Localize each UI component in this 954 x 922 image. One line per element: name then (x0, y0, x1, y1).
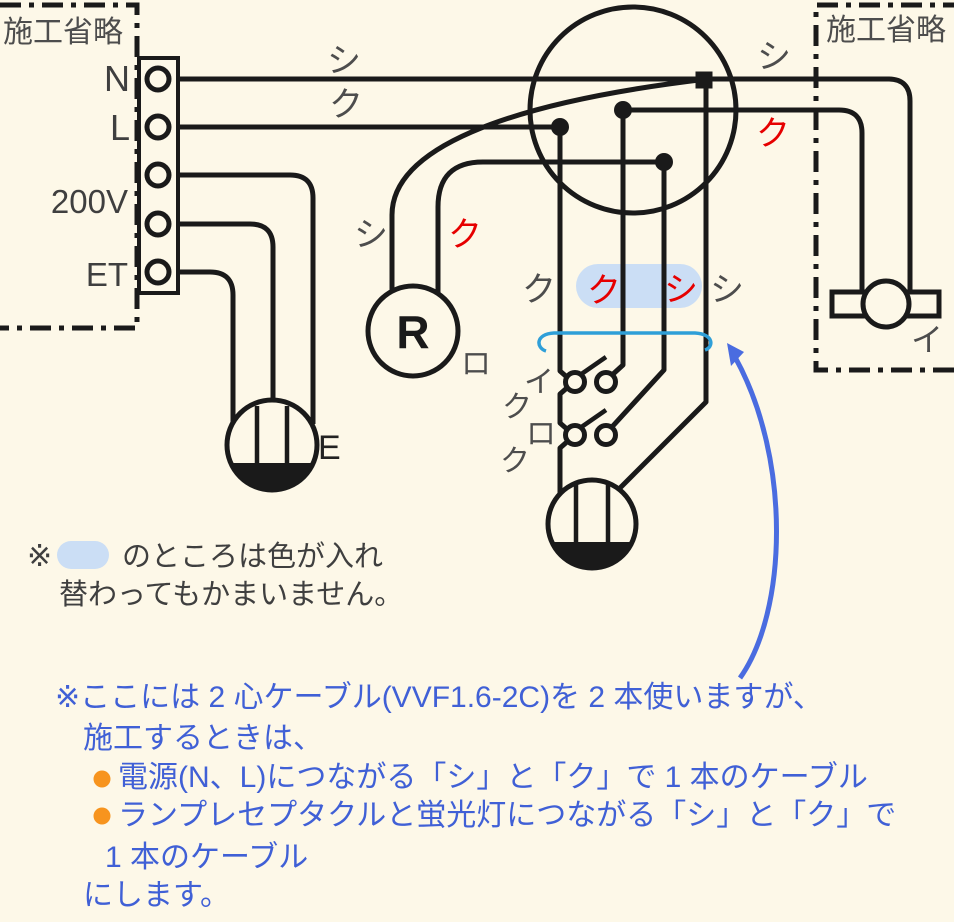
joint-dot-sw2 (655, 153, 673, 171)
wire-label-right-neutral: シ (757, 38, 791, 76)
outlet (545, 477, 639, 571)
lamp-receptacle: R (365, 283, 461, 379)
wire-label-receptacle-neutral: シ (354, 216, 388, 254)
switch2-return-wire (609, 166, 667, 430)
earth-outlet-base (230, 463, 314, 490)
terminal-label-l: L (110, 107, 130, 148)
fluorescent-light (829, 278, 942, 330)
wire-label-drop-live-sw: ク (587, 272, 621, 310)
diagram-labels: 施工省略 施工省略 N L 200V ET シ ク シ ク ク ク シ シ シ … (3, 14, 946, 478)
wire-label-drop-neutral: シ (710, 271, 744, 309)
note2-line2: 施工するときは、 (83, 722, 323, 755)
switch1-blade (578, 355, 608, 377)
lamp-receptacle-circle (365, 283, 461, 379)
switch2-label: ロ (526, 418, 556, 451)
wire-label-drop-live-feed: ク (522, 271, 556, 309)
receptacle-neutral-wire (389, 77, 704, 300)
terminal-label-et: ET (86, 256, 128, 293)
terminal-et (144, 258, 172, 286)
joint-dot-live (551, 118, 569, 136)
switch2-blade (578, 408, 608, 430)
note2-bullet2b: 1 本のケーブル (105, 841, 308, 874)
fluorescent-circuit-label: イ (911, 322, 943, 358)
note-arrow-curve (732, 355, 779, 680)
note1-line1: のところは色が入れ (122, 540, 383, 573)
note1-highlight-swatch (57, 541, 109, 569)
terminal-label-200v: 200V (51, 183, 128, 220)
note2-line3: にします。 (83, 879, 230, 912)
outlet-neutral-wire (609, 84, 709, 499)
switch2-left-contact (563, 423, 587, 447)
note-arrow-head (727, 343, 744, 366)
v200-wire-2 (169, 221, 276, 410)
note2-bullet2: ランプレセプタクルと蛍光灯につながる「シ」と「ク」で (118, 799, 896, 832)
switch1-right-contact (594, 370, 618, 394)
joint-dot-sw1 (614, 101, 632, 119)
wire-label-src-neutral: シ (327, 42, 361, 80)
wire-label-right-live: ク (756, 115, 790, 153)
switch1-return-wire (610, 114, 626, 377)
outlet-base (551, 542, 633, 568)
switch1-left-contact (563, 370, 587, 394)
note1-line2: 替わってもかまいません。 (59, 578, 403, 611)
terminal-200v-1 (144, 161, 172, 189)
fluorescent-live-wire (623, 107, 865, 292)
v200-wire-1 (169, 172, 316, 424)
outlet-prongs (573, 484, 611, 542)
cable-pair-bracket (537, 331, 713, 353)
right-omitted-label: 施工省略 (826, 14, 946, 47)
switch2-wire-label: ク (500, 445, 530, 478)
lamp-receptacle-letter: R (396, 306, 429, 358)
neutral-wire (169, 76, 913, 290)
receptacle-circuit-label: ロ (461, 348, 491, 381)
note2-line1: ※ここには 2 心ケーブル(VVF1.6-2C)を 2 本使いますが、 (55, 681, 823, 714)
note2-bullet2-icon (93, 807, 111, 825)
color-swap-highlight (576, 264, 702, 308)
receptacle-live-wire (435, 159, 660, 300)
note1-mark: ※ (27, 540, 52, 573)
switch1-label: イ (524, 366, 554, 399)
wire-label-src-live: ク (329, 86, 363, 124)
terminal-n (144, 65, 172, 93)
left-omitted-label: 施工省略 (3, 16, 123, 49)
note-color-swap: ※ のところは色が入れ 替わってもかまいません。 (27, 540, 403, 611)
note2-bullet1-icon (93, 770, 111, 788)
joint-square-neutral (695, 71, 713, 89)
note-cable-usage: ※ここには 2 心ケーブル(VVF1.6-2C)を 2 本使いますが、 施工する… (55, 681, 896, 912)
switch2-right-contact (594, 423, 618, 447)
terminal-200v-2 (144, 210, 172, 238)
wire-label-receptacle-live: ク (448, 216, 482, 254)
earth-outlet-label: E (318, 429, 341, 467)
earth-outlet-prongs (254, 406, 290, 463)
power-terminal-block (137, 56, 180, 295)
earth-wire (169, 269, 236, 430)
fluorescent-circle (860, 278, 912, 330)
switch1-wire-label: ク (502, 391, 532, 424)
terminal-label-n: N (104, 58, 130, 99)
note2-bullet1: 電源(N、L)につながる「シ」と「ク」で 1 本のケーブル (118, 761, 868, 794)
earth-outlet-200v (224, 397, 320, 493)
terminal-l (144, 113, 172, 141)
wire-label-drop-neutral-sw: シ (664, 271, 698, 309)
